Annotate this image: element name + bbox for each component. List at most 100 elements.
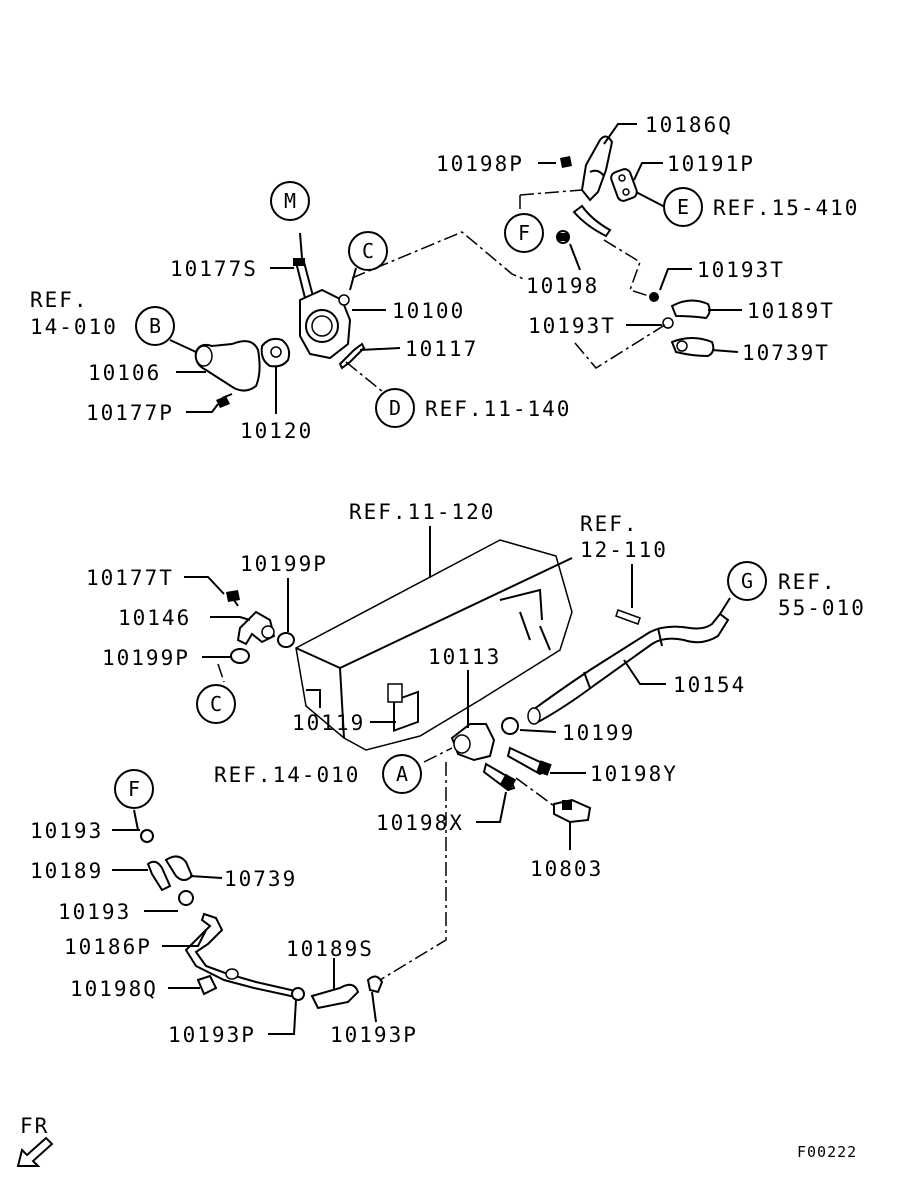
thermostat-group — [194, 258, 366, 408]
front-indicator: FR — [16, 1114, 54, 1167]
upper-hose-group — [556, 135, 715, 358]
engine-block-group — [226, 539, 730, 824]
bolt-10198P — [560, 156, 572, 168]
callout-E[interactable]: E — [663, 187, 703, 227]
label-ref-11-140[interactable]: REF.11-140 — [425, 397, 571, 421]
label-10106[interactable]: 10106 — [88, 361, 161, 385]
label-10199P-b[interactable]: 10199P — [102, 646, 190, 670]
clamp-10193P-a — [291, 987, 305, 1001]
label-10177S[interactable]: 10177S — [170, 257, 258, 281]
label-10146[interactable]: 10146 — [118, 606, 191, 630]
clamp-10193T-a — [649, 292, 659, 302]
label-10193P-b[interactable]: 10193P — [330, 1023, 418, 1047]
label-10113[interactable]: 10113 — [428, 645, 501, 669]
callout-F-bottom[interactable]: F — [114, 769, 154, 809]
label-10119[interactable]: 10119 — [292, 711, 365, 735]
label-10100[interactable]: 10100 — [392, 299, 465, 323]
svg-text:A: A — [396, 762, 408, 786]
clamp-10193-a — [140, 829, 154, 843]
hose-10739 — [164, 855, 194, 881]
label-ref-14-010-b[interactable]: REF.14-010 — [214, 763, 360, 787]
label-ref-12-110-line1[interactable]: REF. — [580, 512, 639, 536]
callout-B[interactable]: B — [135, 306, 175, 346]
label-10117[interactable]: 10117 — [405, 337, 478, 361]
bolt-10198Q — [196, 974, 218, 996]
hose-10189 — [146, 860, 172, 892]
engine-block — [295, 539, 573, 751]
fr-label: FR — [20, 1114, 49, 1138]
hose-10189S — [310, 983, 360, 1010]
reference-lines — [217, 189, 669, 981]
label-10193T-b[interactable]: 10193T — [528, 314, 616, 338]
bolt-10177P — [216, 396, 230, 408]
label-ref-55-010-line1[interactable]: REF. — [778, 570, 837, 594]
svg-text:C: C — [210, 692, 222, 716]
svg-text:B: B — [149, 314, 161, 338]
label-10186Q[interactable]: 10186Q — [645, 113, 733, 137]
label-10803[interactable]: 10803 — [530, 857, 603, 881]
label-ref-12-110-line2[interactable]: 12-110 — [580, 538, 668, 562]
label-10193P-a[interactable]: 10193P — [168, 1023, 256, 1047]
label-10199[interactable]: 10199 — [562, 721, 635, 745]
lower-hose-group — [140, 829, 384, 1010]
bolt-10177T — [226, 590, 240, 602]
label-10120[interactable]: 10120 — [240, 419, 313, 443]
label-10199P-a[interactable]: 10199P — [240, 552, 328, 576]
label-10198[interactable]: 10198 — [526, 274, 599, 298]
callout-G[interactable]: G — [727, 561, 767, 601]
pipe-10154 — [528, 612, 730, 724]
pipe-10186Q — [580, 135, 614, 202]
label-10177P[interactable]: 10177P — [86, 401, 174, 425]
clamp-10193-b — [178, 890, 194, 906]
label-ref-14-010-line1[interactable]: REF. — [30, 288, 89, 312]
oring-10199P-b — [230, 648, 250, 664]
svg-text:F: F — [128, 777, 140, 801]
label-10189T[interactable]: 10189T — [747, 299, 835, 323]
label-10198Q[interactable]: 10198Q — [70, 977, 158, 1001]
label-10193-a[interactable]: 10193 — [30, 819, 103, 843]
leader-lines — [112, 123, 742, 1035]
callout-M[interactable]: M — [270, 181, 310, 221]
front-arrow-icon — [16, 1136, 54, 1167]
svg-text:M: M — [284, 189, 296, 213]
callout-circles: M C B D E F G C — [114, 181, 767, 809]
callout-C-top[interactable]: C — [348, 231, 388, 271]
hose-upper — [572, 204, 612, 238]
label-ref-15-410[interactable]: REF.15-410 — [713, 196, 859, 220]
clip-10191P — [610, 168, 638, 202]
callout-A[interactable]: A — [382, 754, 422, 794]
hose-10189T — [670, 299, 711, 320]
label-10189[interactable]: 10189 — [30, 859, 103, 883]
svg-text:E: E — [677, 195, 689, 219]
svg-text:D: D — [389, 396, 401, 420]
oring-10199P-a — [277, 632, 295, 648]
svg-text:G: G — [741, 569, 753, 593]
label-ref-11-120[interactable]: REF.11-120 — [349, 500, 495, 524]
label-10739T[interactable]: 10739T — [742, 341, 830, 365]
svg-text:F: F — [518, 221, 530, 245]
oring-10199 — [501, 717, 519, 735]
svg-text:C: C — [362, 239, 374, 263]
callout-D[interactable]: D — [375, 388, 415, 428]
label-10198Y[interactable]: 10198Y — [590, 762, 678, 786]
callout-F-top[interactable]: F — [504, 213, 544, 253]
clamp-10193P-b — [366, 975, 384, 994]
label-10191P[interactable]: 10191P — [667, 152, 755, 176]
label-10198X[interactable]: 10198X — [376, 811, 464, 835]
label-10739[interactable]: 10739 — [224, 867, 297, 891]
label-10193-b[interactable]: 10193 — [58, 900, 131, 924]
label-10154[interactable]: 10154 — [673, 673, 746, 697]
callout-C-mid[interactable]: C — [196, 684, 236, 724]
label-ref-55-010-line2[interactable]: 55-010 — [778, 596, 866, 620]
label-10198P[interactable]: 10198P — [436, 152, 524, 176]
part-labels: 10186Q 10198P 10191P REF.15-410 10198 10… — [30, 113, 866, 1047]
clamp-10193T-b — [662, 317, 674, 329]
label-10189S[interactable]: 10189S — [286, 937, 374, 961]
figure-code: F00222 — [797, 1143, 857, 1161]
label-ref-14-010-line2[interactable]: 14-010 — [30, 315, 118, 339]
bolt-ref-12-110 — [615, 609, 641, 625]
label-10186P[interactable]: 10186P — [64, 935, 152, 959]
label-10177T[interactable]: 10177T — [86, 566, 174, 590]
label-10193T-a[interactable]: 10193T — [697, 258, 785, 282]
